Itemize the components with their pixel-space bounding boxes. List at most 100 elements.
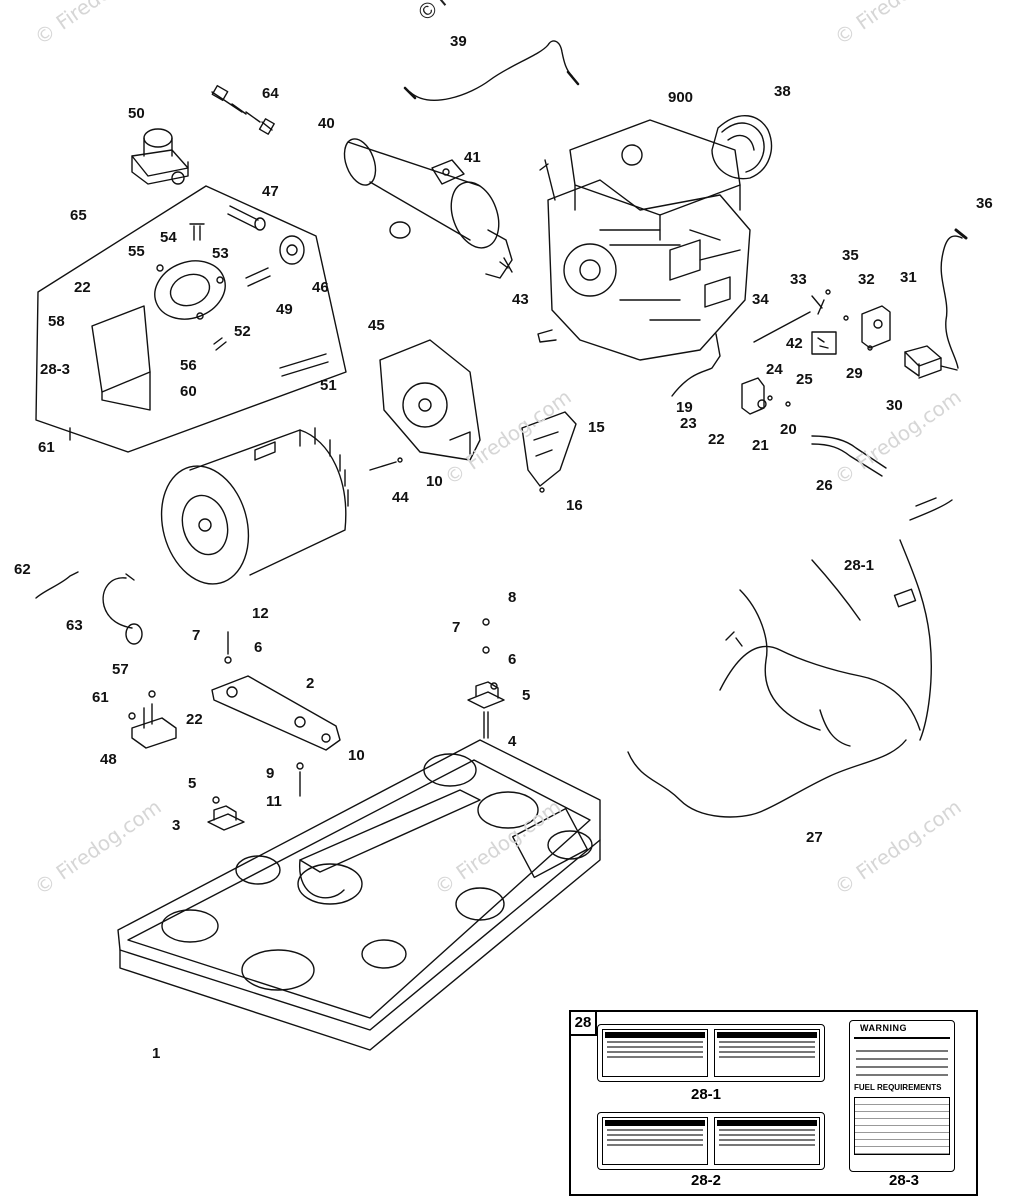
callout-56: 56: [180, 357, 197, 374]
part-16-screw: [539, 487, 545, 493]
part-40-muffler: [343, 138, 513, 279]
decal-28-2-warning-right: [714, 1117, 820, 1165]
callout-34: 34: [752, 291, 769, 308]
part-26-hose: [811, 435, 887, 477]
callout-10b: 10: [348, 747, 365, 764]
callout-7b: 7: [452, 619, 461, 636]
callout-22c: 22: [186, 711, 203, 728]
decal-28-2: [597, 1112, 825, 1170]
callout-5: 5: [522, 687, 531, 704]
part-33-35-linkage: [753, 289, 873, 351]
callout-58: 58: [48, 313, 65, 330]
callout-900: 900: [668, 89, 694, 106]
part-62-wire: [35, 571, 79, 599]
decal-28-1: [597, 1024, 825, 1082]
callout-61b: 61: [92, 689, 109, 706]
part-30-module: [904, 345, 958, 379]
part-50-valve: [131, 128, 189, 185]
callout-4: 4: [508, 733, 517, 750]
part-10-washer: [397, 457, 403, 463]
callout-62: 62: [14, 561, 31, 578]
callout-46: 46: [312, 279, 329, 296]
callout-50: 50: [128, 105, 145, 122]
callout-43: 43: [512, 291, 529, 308]
decal-28-1-warning-right: [714, 1029, 820, 1077]
callout-9: 9: [266, 765, 275, 782]
callout-30: 30: [886, 397, 903, 414]
part-23-bracket-set: [741, 377, 791, 415]
callout-61: 61: [38, 439, 55, 456]
callout-57: 57: [112, 661, 129, 678]
callout-36: 36: [976, 195, 993, 212]
callout-41: 41: [464, 149, 481, 166]
part-5-mount-right: [467, 618, 505, 739]
decal-28-2-warning-left: [602, 1117, 708, 1165]
callout-29: 29: [846, 365, 863, 382]
callout-65: 65: [70, 207, 87, 224]
callout-23: 23: [680, 415, 697, 432]
callout-64: 64: [262, 85, 279, 102]
decal-28-2-label: 28-2: [691, 1172, 722, 1189]
callout-48: 48: [100, 751, 117, 768]
callout-53: 53: [212, 245, 229, 262]
part-900-engine: [537, 119, 751, 361]
decal-28-3-label: 28-3: [889, 1172, 920, 1189]
callout-33: 33: [790, 271, 807, 288]
harness-bundle: [719, 497, 953, 747]
part-19-wire: [671, 333, 721, 397]
part-15-shield: [521, 411, 577, 487]
part-38-air-filter: [711, 114, 773, 180]
callout-11: 11: [266, 793, 282, 810]
part-1-base-pan: [117, 739, 601, 1051]
callout-26: 26: [816, 477, 833, 494]
callout-1: 1: [152, 1045, 161, 1062]
callout-38: 38: [774, 83, 791, 100]
callout-6: 6: [254, 639, 263, 656]
callout-22b: 22: [708, 431, 725, 448]
part-36-wire: [940, 228, 968, 369]
callout-25: 25: [796, 371, 813, 388]
callout-35: 35: [842, 247, 859, 264]
callout-32: 32: [858, 271, 875, 288]
part-65-fuel-kit-box: [35, 185, 347, 453]
part-63-terminal: [125, 623, 143, 645]
callout-20: 20: [780, 421, 797, 438]
callout-10: 10: [426, 473, 443, 490]
callout-16: 16: [566, 497, 583, 514]
callout-6b: 6: [508, 651, 517, 668]
callout-21: 21: [752, 437, 769, 454]
callout-27: 27: [806, 829, 823, 846]
callout-5b: 5: [188, 775, 197, 792]
part-6-washer-left: [224, 656, 232, 664]
alternator: [160, 427, 349, 585]
part-43-bolt: [499, 257, 513, 273]
callout-12: 12: [252, 605, 269, 622]
callout-39: 39: [450, 33, 467, 50]
callout-63: 63: [66, 617, 83, 634]
part-41-gasket: [431, 159, 465, 185]
callout-2: 2: [306, 675, 315, 692]
part-9-washer: [296, 762, 304, 770]
callout-55: 55: [128, 243, 145, 260]
decal-28-1-label: 28-1: [691, 1086, 722, 1103]
part-63-cable: [102, 573, 135, 629]
callout-28-3: 28-3: [40, 361, 71, 378]
part-39-wire: [403, 40, 580, 101]
callout-52: 52: [234, 323, 251, 340]
decal-28-3-warning-title: WARNING: [860, 1023, 907, 1033]
callout-60: 60: [180, 383, 197, 400]
callout-28-1: 28-1: [844, 557, 875, 574]
callout-22: 22: [74, 279, 91, 296]
decal-kit-box: 28 28-1 28-2 WARNING FUEL REQUIREMENTS 2…: [569, 1010, 978, 1196]
callout-42: 42: [786, 335, 803, 352]
callout-3: 3: [172, 817, 181, 834]
part-42-clip: [811, 331, 837, 355]
callout-40: 40: [318, 115, 335, 132]
callout-31: 31: [900, 269, 917, 286]
part-45-adapter: [379, 339, 481, 461]
callout-51: 51: [320, 377, 337, 394]
part-48-bracket: [128, 690, 177, 749]
callout-47: 47: [262, 183, 279, 200]
callout-24: 24: [766, 361, 783, 378]
callout-7: 7: [192, 627, 201, 644]
